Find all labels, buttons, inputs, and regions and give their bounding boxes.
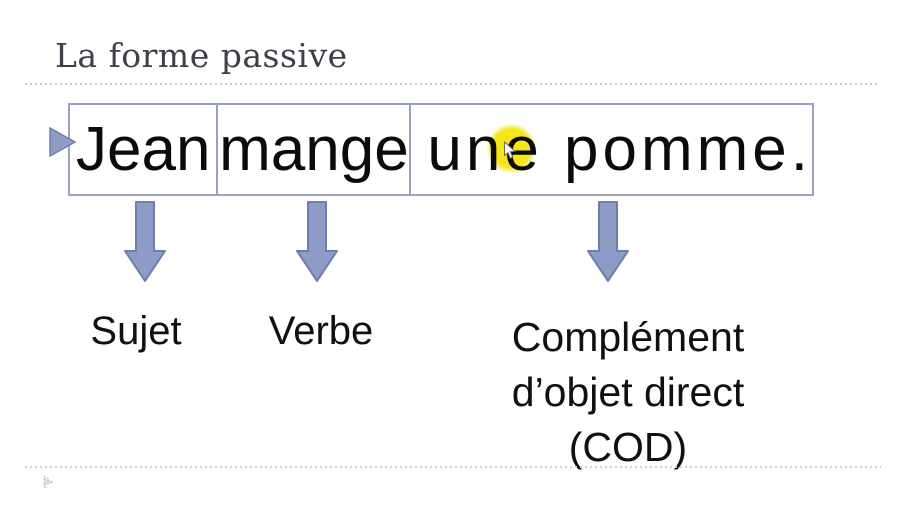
label-verbe: Verbe xyxy=(268,309,374,353)
label-cod: Complément d’objet direct (COD) xyxy=(478,310,778,475)
down-arrow-verb-icon xyxy=(296,201,338,282)
verb-word: mange xyxy=(219,115,409,184)
right-triangle-bullet-icon xyxy=(49,126,77,158)
footer-triangle-icon xyxy=(43,475,55,488)
title-underline-rule xyxy=(25,83,877,85)
label-cod-line3: (COD) xyxy=(568,424,688,470)
down-arrow-subject-icon xyxy=(124,201,166,282)
label-sujet: Sujet xyxy=(90,309,182,353)
subject-word: Jean xyxy=(76,115,211,184)
footer-rule xyxy=(25,466,881,468)
slide-title: La forme passive xyxy=(55,36,348,75)
label-cod-line2: d’objet direct xyxy=(511,369,745,415)
down-arrow-object-icon xyxy=(587,201,629,282)
table-cell-object: une pomme. xyxy=(409,105,812,194)
table-cell-verb: mange xyxy=(216,105,409,194)
object-words: une pomme. xyxy=(427,115,812,184)
table-cell-subject: Jean xyxy=(70,105,216,194)
sentence-table: Jean mange une pomme. xyxy=(68,103,814,196)
label-cod-line1: Complément xyxy=(511,314,745,360)
mouse-cursor-icon xyxy=(504,141,516,159)
